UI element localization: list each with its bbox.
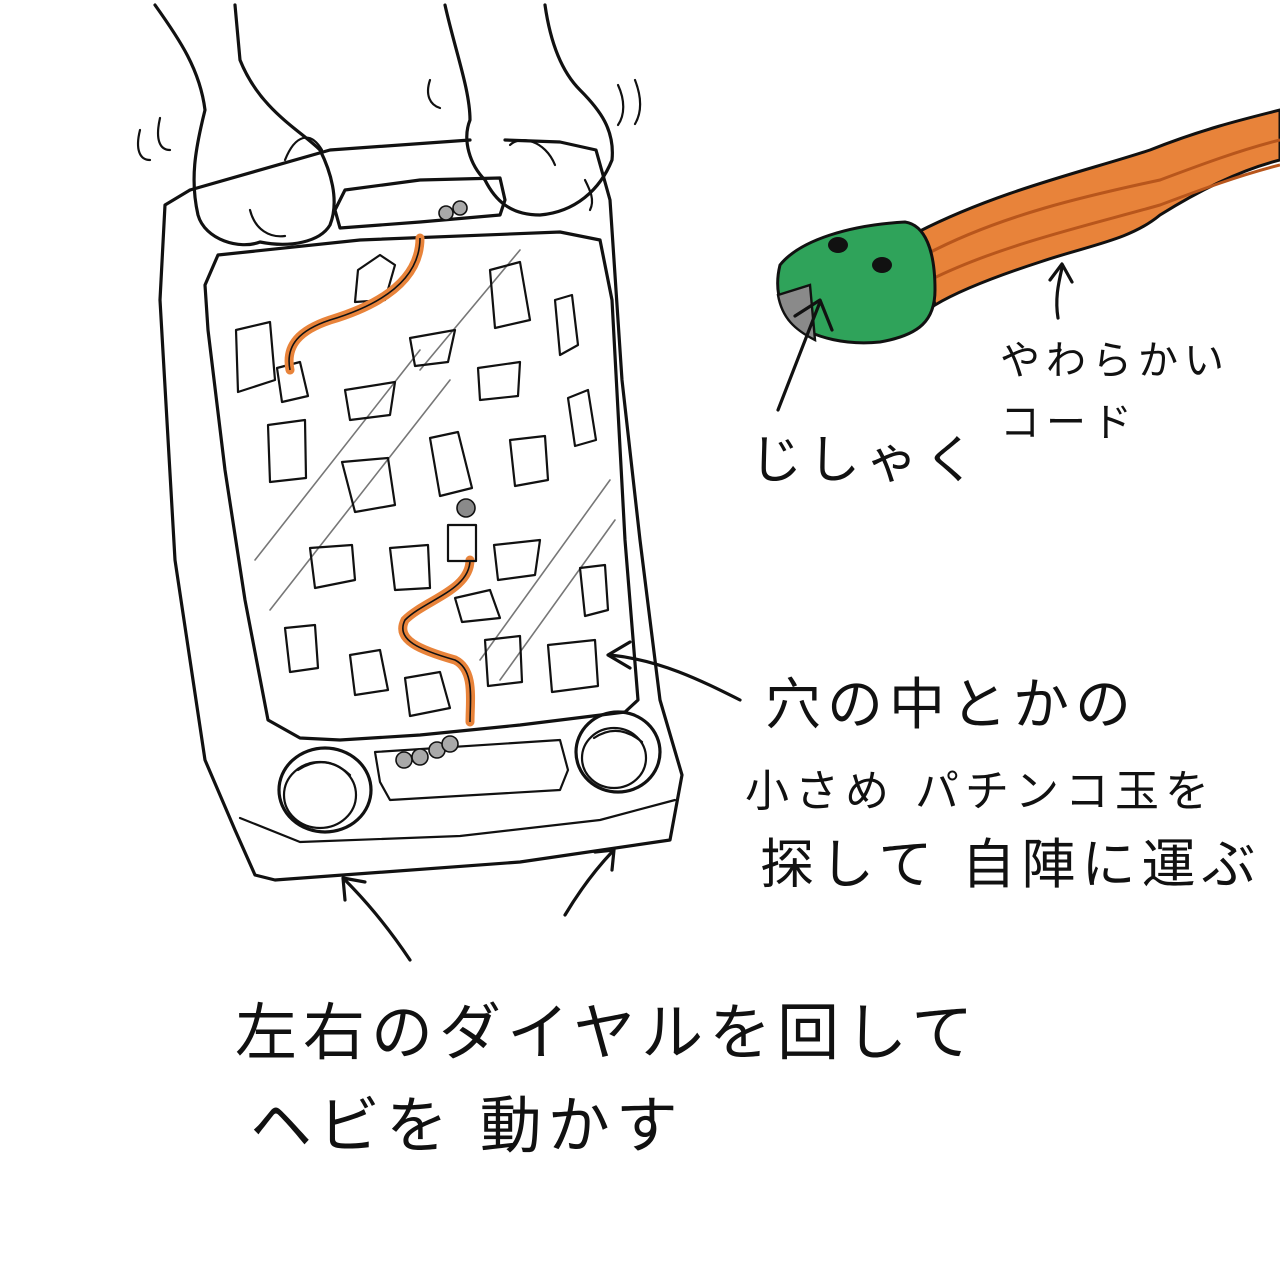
glass-reflection	[499, 519, 616, 681]
board-top-handle	[333, 176, 507, 230]
magnet-icon	[776, 283, 817, 343]
glass-reflection	[254, 349, 421, 561]
marble	[456, 498, 476, 518]
board-inner-frame	[203, 230, 640, 742]
bottom-tray	[373, 738, 570, 802]
board-base-edge	[238, 798, 677, 844]
search-instruction-line3: 探して 自陣に運ぶ	[760, 833, 1262, 896]
shake-marks	[136, 78, 642, 162]
magnet-label: じしゃく	[750, 431, 983, 491]
glass-reflection	[419, 249, 521, 371]
snake-on-board	[284, 233, 478, 727]
marbles	[395, 200, 468, 769]
search-instruction-line2: 小さめ パチンコ玉を	[745, 766, 1215, 817]
snake-closeup	[776, 108, 1280, 345]
dial-instruction-line2: ヘビを 動かす	[250, 1089, 684, 1162]
arrow-icon	[341, 262, 1074, 962]
hand-right	[443, 3, 614, 217]
glass-reflection	[269, 379, 451, 611]
glass-reflection	[479, 479, 611, 661]
dial-instruction-line1: 左右のダイヤルを回して	[235, 996, 980, 1069]
snake-head-small	[446, 523, 478, 563]
dial-right-icon	[574, 710, 662, 794]
obstacle-holes	[234, 253, 610, 718]
soft-cord-label: やわらかい コード	[1000, 338, 1230, 446]
hand-left	[153, 3, 336, 247]
board-outer-frame-top	[188, 138, 472, 192]
search-instruction-line1: 穴の中とかの	[765, 673, 1137, 738]
game-board	[158, 138, 684, 882]
dial-left-icon	[277, 746, 373, 834]
